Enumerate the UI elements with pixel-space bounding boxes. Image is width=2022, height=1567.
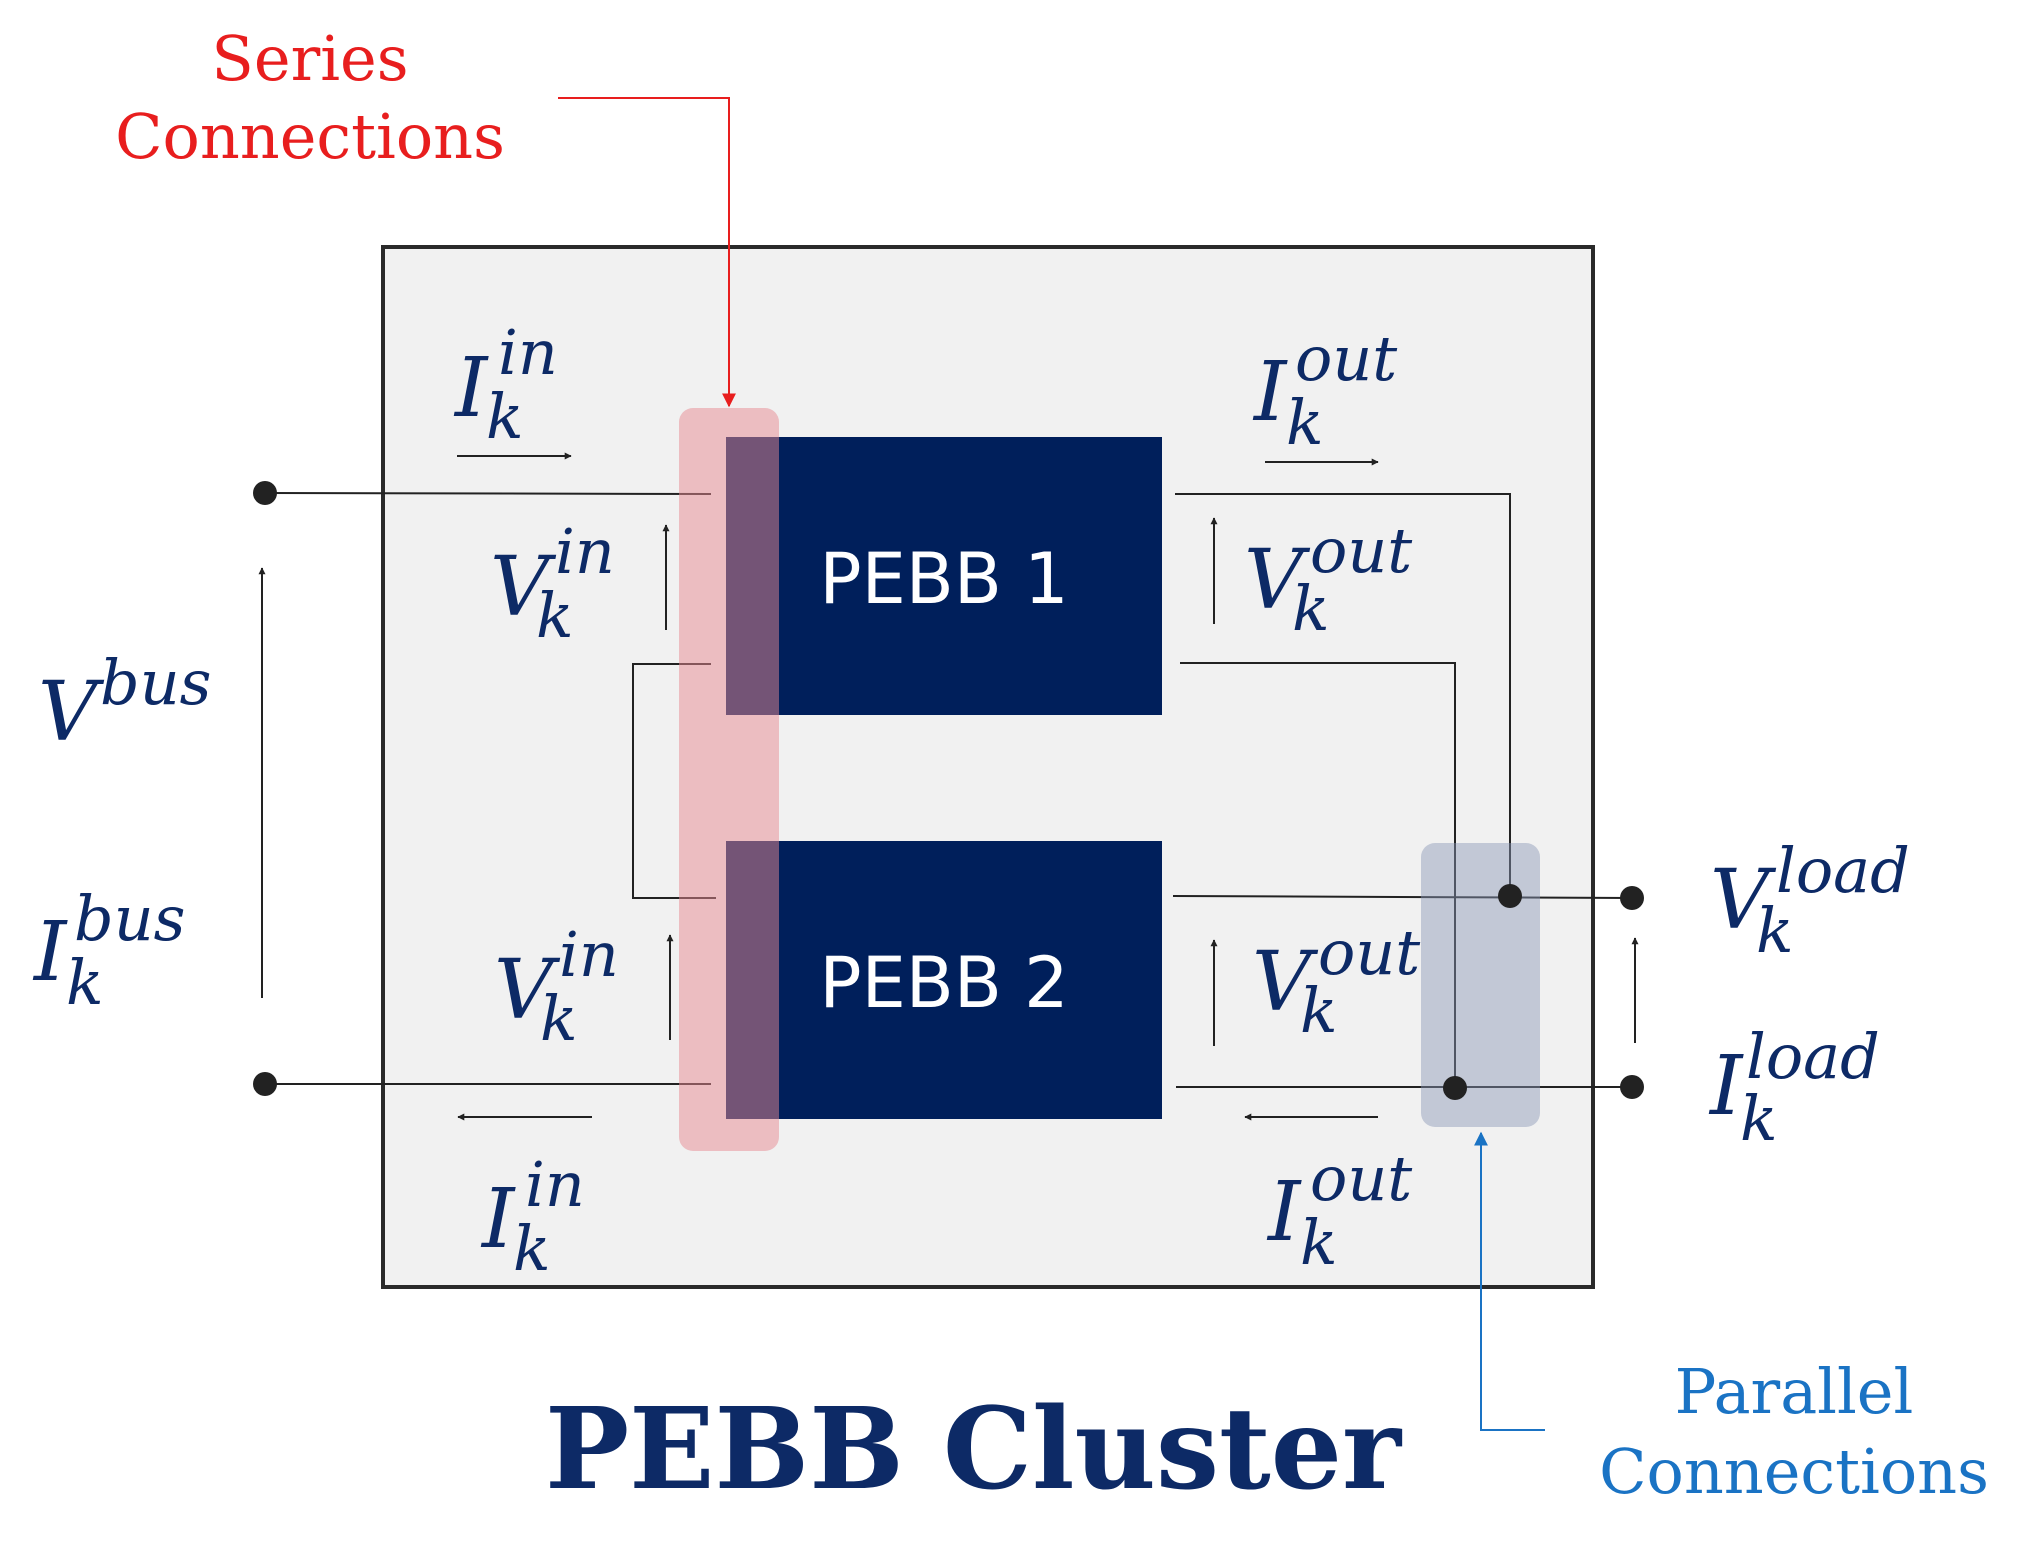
svg-text:k: k bbox=[540, 982, 578, 1055]
load-top-node bbox=[1620, 886, 1644, 910]
svg-text:in: in bbox=[555, 515, 615, 588]
label-vload: V load k bbox=[1710, 834, 1910, 967]
svg-text:out: out bbox=[1318, 916, 1420, 989]
cluster-box bbox=[381, 245, 1595, 1289]
label-iin-top: I in k bbox=[453, 316, 558, 453]
arrows bbox=[258, 452, 1639, 1121]
pebb2-label: PEBB 2 bbox=[819, 942, 1068, 1024]
bus-bottom-node bbox=[253, 1072, 277, 1096]
svg-text:I: I bbox=[1252, 345, 1288, 440]
label-vout-bottom: V out k bbox=[1252, 916, 1420, 1047]
label-iout-bottom: I out k bbox=[1266, 1142, 1412, 1279]
label-iout-top: I out k bbox=[1252, 322, 1397, 459]
svg-text:k: k bbox=[1300, 1206, 1338, 1279]
svg-text:load: load bbox=[1746, 1020, 1880, 1093]
series-callout-line2: Connections bbox=[115, 100, 505, 173]
label-vout-top: V out k bbox=[1244, 514, 1412, 645]
pebb1-block bbox=[726, 437, 1162, 715]
pebb1-label: PEBB 1 bbox=[819, 538, 1068, 620]
parallel-connection-highlight bbox=[1421, 843, 1540, 1127]
series-callout-leader bbox=[558, 97, 736, 408]
load-bottom-node bbox=[1620, 1075, 1644, 1099]
svg-text:k: k bbox=[513, 1212, 551, 1285]
svg-text:in: in bbox=[559, 918, 619, 991]
svg-text:k: k bbox=[1740, 1082, 1778, 1155]
label-ibus: I bus k bbox=[32, 882, 185, 1019]
svg-text:out: out bbox=[1295, 322, 1397, 395]
svg-text:k: k bbox=[66, 946, 104, 1019]
svg-text:I: I bbox=[480, 1172, 516, 1267]
svg-text:k: k bbox=[1286, 386, 1324, 459]
svg-text:V: V bbox=[1710, 853, 1777, 948]
svg-text:load: load bbox=[1776, 834, 1910, 907]
svg-text:in: in bbox=[498, 316, 558, 389]
svg-text:k: k bbox=[1756, 894, 1794, 967]
series-callout-line1: Series bbox=[211, 22, 408, 95]
svg-text:I: I bbox=[1266, 1165, 1302, 1260]
bus-top-node bbox=[253, 481, 277, 505]
svg-text:V: V bbox=[1244, 533, 1311, 628]
svg-text:bus: bus bbox=[74, 882, 185, 955]
svg-text:I: I bbox=[1708, 1039, 1744, 1134]
parallel-callout-line1: Parallel bbox=[1675, 1355, 1914, 1428]
cluster-title: PEBB Cluster bbox=[545, 1384, 1403, 1515]
parallel-callout-leader bbox=[1474, 1131, 1545, 1431]
parallel-junction-top bbox=[1498, 884, 1522, 908]
svg-text:k: k bbox=[1300, 974, 1338, 1047]
parallel-junction-bottom bbox=[1443, 1076, 1467, 1100]
terminal-nodes bbox=[253, 481, 1644, 1100]
svg-text:V: V bbox=[38, 665, 105, 760]
svg-text:V: V bbox=[490, 540, 557, 635]
svg-text:I: I bbox=[453, 341, 489, 436]
label-iload: I load k bbox=[1708, 1020, 1880, 1155]
svg-text:bus: bus bbox=[100, 646, 211, 719]
svg-text:out: out bbox=[1310, 1142, 1412, 1215]
svg-text:k: k bbox=[486, 380, 524, 453]
label-vin-bottom: V in k bbox=[494, 918, 619, 1055]
svg-text:in: in bbox=[525, 1148, 585, 1221]
svg-text:I: I bbox=[32, 905, 68, 1000]
label-iin-bottom: I in k bbox=[480, 1148, 585, 1285]
parallel-callout-line2: Connections bbox=[1599, 1435, 1989, 1508]
svg-text:V: V bbox=[1252, 935, 1319, 1030]
svg-text:V: V bbox=[494, 943, 561, 1038]
label-vbus: V bus bbox=[38, 646, 211, 760]
svg-text:out: out bbox=[1310, 514, 1412, 587]
svg-text:k: k bbox=[536, 579, 574, 652]
series-connection-highlight bbox=[679, 408, 779, 1151]
pebb2-block bbox=[726, 841, 1162, 1119]
wires bbox=[264, 492, 1633, 1088]
label-vin-top: V in k bbox=[490, 515, 615, 652]
svg-text:k: k bbox=[1292, 572, 1330, 645]
